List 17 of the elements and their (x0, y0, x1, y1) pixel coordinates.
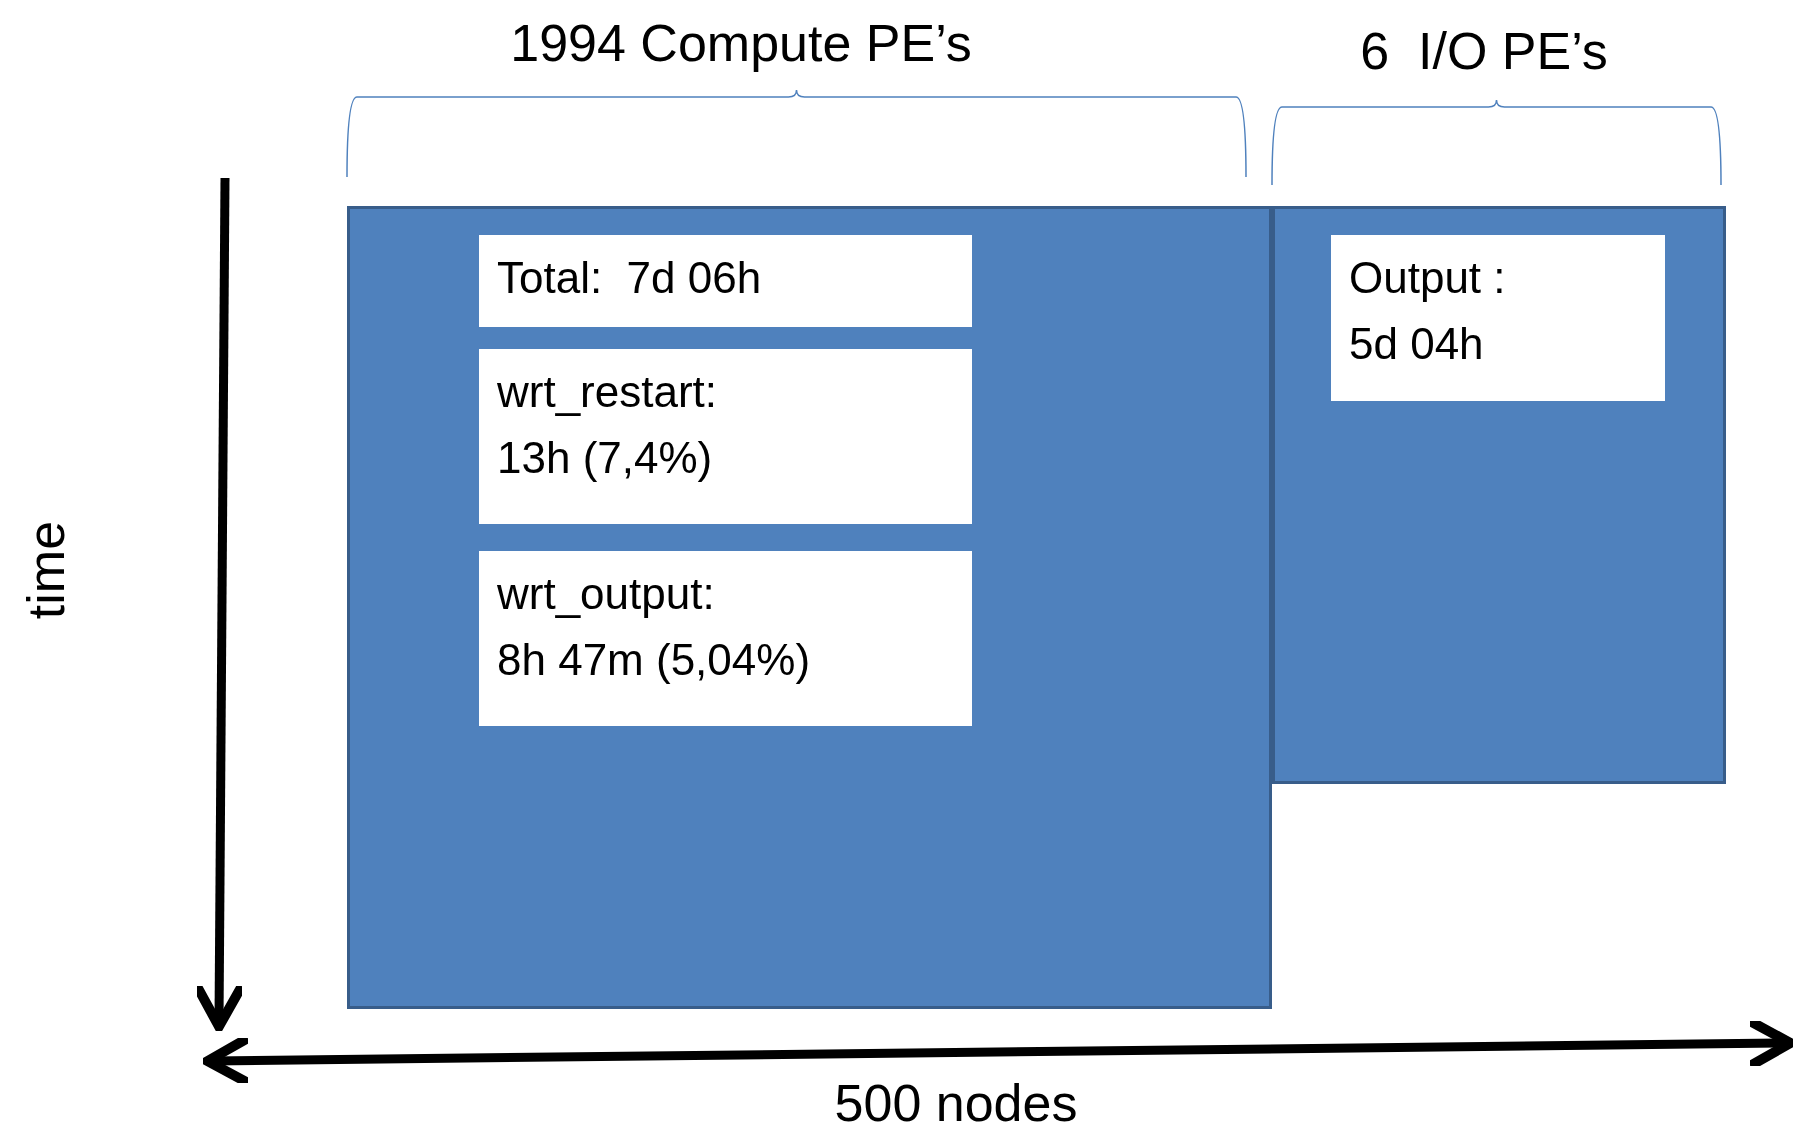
box-text: Total: 7d 06h (497, 252, 763, 304)
bracket-label: 1994 Compute PE’s (510, 13, 972, 73)
text-box (479, 551, 972, 726)
time-block (1272, 206, 1726, 784)
value-text: 8h 47m (5,04%) (497, 634, 812, 686)
box-text: Output : (1349, 252, 1507, 304)
value-text: 13h (7,4%) (497, 432, 714, 484)
axis-label: time (16, 520, 76, 620)
time-block (347, 206, 1272, 1009)
box-text: wrt_restart: (497, 366, 719, 418)
text-box (479, 349, 972, 524)
value-text: 5d 04h (1349, 318, 1485, 370)
text-box (479, 235, 972, 327)
text-box (1331, 235, 1665, 401)
axis-label: 500 nodes (834, 1073, 1078, 1130)
box-text: wrt_output: (497, 568, 716, 620)
bracket-label: 6 I/O PE’s (1360, 21, 1608, 81)
